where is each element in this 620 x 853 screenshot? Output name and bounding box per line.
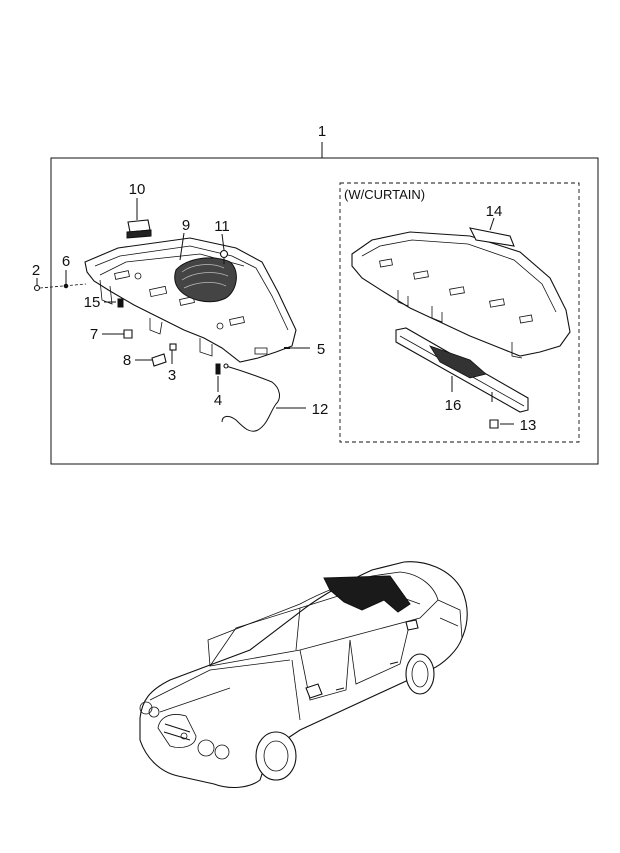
nut-7 <box>123 329 133 339</box>
assembly-number: 1 <box>318 123 326 140</box>
leader-lines-right <box>451 217 514 425</box>
bracket-8 <box>151 353 167 367</box>
callout-11: 11 <box>214 218 230 235</box>
wiring-harness <box>221 365 280 432</box>
clip-6 <box>63 283 69 289</box>
callout-14: 14 <box>486 203 503 220</box>
callout-8: 8 <box>123 352 131 369</box>
callout-2: 2 <box>32 262 40 279</box>
callout-9: 9 <box>182 217 190 234</box>
car-location-illustration <box>139 561 468 789</box>
callout-15: 15 <box>84 294 101 311</box>
assembly-frame <box>50 157 599 465</box>
callout-16: 16 <box>445 397 462 414</box>
curtain-tray-trim <box>351 231 571 359</box>
callout-5: 5 <box>317 341 325 358</box>
callout-13: 13 <box>520 417 537 434</box>
screw-4 <box>215 363 221 375</box>
clip-3 <box>169 343 177 351</box>
rear-curtain-assembly <box>395 327 529 413</box>
screw-11 <box>219 249 229 264</box>
stop-lamp-curtain <box>469 227 515 247</box>
bolt-15 <box>117 298 124 308</box>
leader-lines <box>36 198 310 409</box>
callout-12: 12 <box>312 401 329 418</box>
callout-3: 3 <box>168 367 176 384</box>
curtain-variant-box <box>339 182 580 443</box>
curtain-variant-label: (W/CURTAIN) <box>344 187 425 202</box>
speaker-grille <box>174 257 237 303</box>
harness-connector <box>223 363 229 369</box>
stop-lamp-part <box>126 219 152 239</box>
bolt-2-path <box>39 283 87 289</box>
bolt-2 <box>33 284 41 292</box>
callout-6: 6 <box>62 253 70 270</box>
callout-10: 10 <box>129 181 146 198</box>
nut-13 <box>489 419 499 429</box>
package-tray-trim <box>84 237 297 363</box>
callout-7: 7 <box>90 326 98 343</box>
callout-4: 4 <box>214 392 222 409</box>
